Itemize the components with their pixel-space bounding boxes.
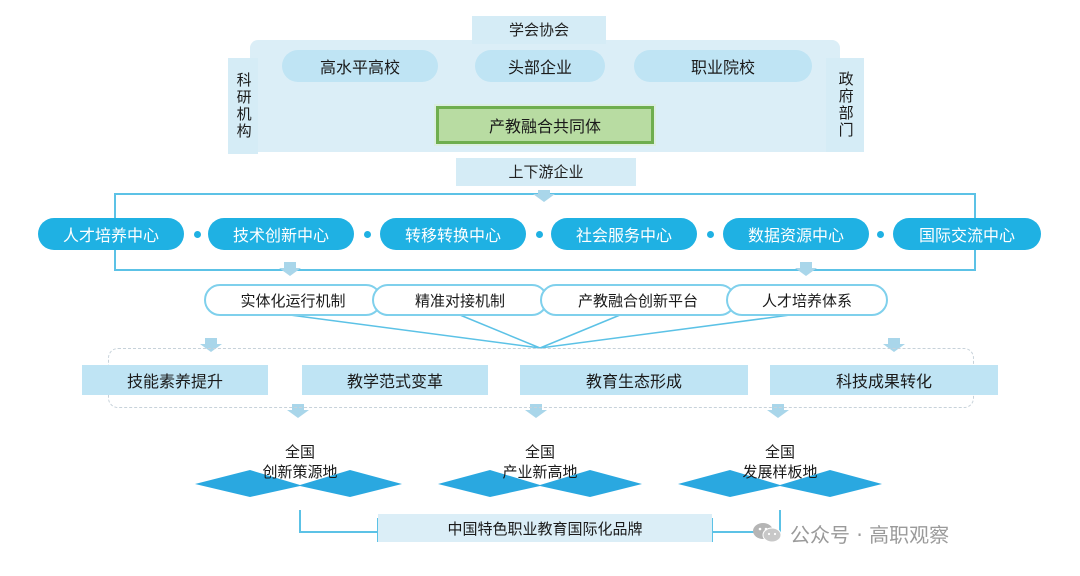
center-pill: 社会服务中心: [551, 218, 697, 250]
center-pill: 人才培养中心: [38, 218, 184, 250]
vocational-pill: 职业院校: [634, 50, 812, 82]
mechanism-pill: 实体化运行机制: [204, 284, 382, 316]
goal-name: 发展样板地: [742, 463, 818, 482]
mechanism-pill: 产教融合创新平台: [540, 284, 736, 316]
goal-name: 创新策源地: [262, 463, 338, 482]
supply-chain-tag: 上下游企业: [456, 158, 636, 186]
association-tag: 学会协会: [472, 16, 606, 44]
outcome-box: 教育生态形成: [520, 365, 748, 395]
center-pill: 技术创新中心: [208, 218, 354, 250]
watermark-text: 公众号 · 高职观察: [790, 522, 950, 547]
goal-label: 全国 创新策源地: [250, 442, 350, 483]
mechanism-pill: 精准对接机制: [372, 284, 548, 316]
goal-name: 产业新高地: [502, 463, 578, 482]
watermark: 公众号 · 高职观察: [752, 516, 949, 550]
brand-bar: 中国特色职业教育国际化品牌: [378, 514, 712, 542]
goal-prefix: 全国: [284, 443, 315, 461]
outcome-box: 技能素养提升: [82, 365, 268, 395]
center-pill: 国际交流中心: [893, 218, 1041, 250]
government-label: 政府部门: [836, 71, 855, 139]
wechat-icon: [753, 523, 782, 543]
goal-label: 全国 发展样板地: [730, 442, 830, 483]
enterprises-pill: 头部企业: [475, 50, 605, 82]
community-box: 产教融合共同体: [436, 106, 654, 144]
separator-dot: [707, 231, 714, 238]
research-label: 科研机构: [234, 72, 253, 140]
universities-pill: 高水平高校: [282, 50, 438, 82]
center-pill: 数据资源中心: [723, 218, 869, 250]
separator-dot: [364, 231, 371, 238]
separator-dot: [536, 231, 543, 238]
separator-dot: [194, 231, 201, 238]
research-tag: 科研机构: [228, 58, 258, 154]
separator-dot: [877, 231, 884, 238]
outcome-box: 教学范式变革: [302, 365, 488, 395]
goal-prefix: 全国: [524, 443, 555, 461]
center-pill: 转移转换中心: [380, 218, 526, 250]
mechanism-pill: 人才培养体系: [726, 284, 888, 316]
goal-label: 全国 产业新高地: [490, 442, 590, 483]
government-tag: 政府部门: [826, 58, 864, 152]
outcome-box: 科技成果转化: [770, 365, 998, 395]
goal-prefix: 全国: [764, 443, 795, 461]
